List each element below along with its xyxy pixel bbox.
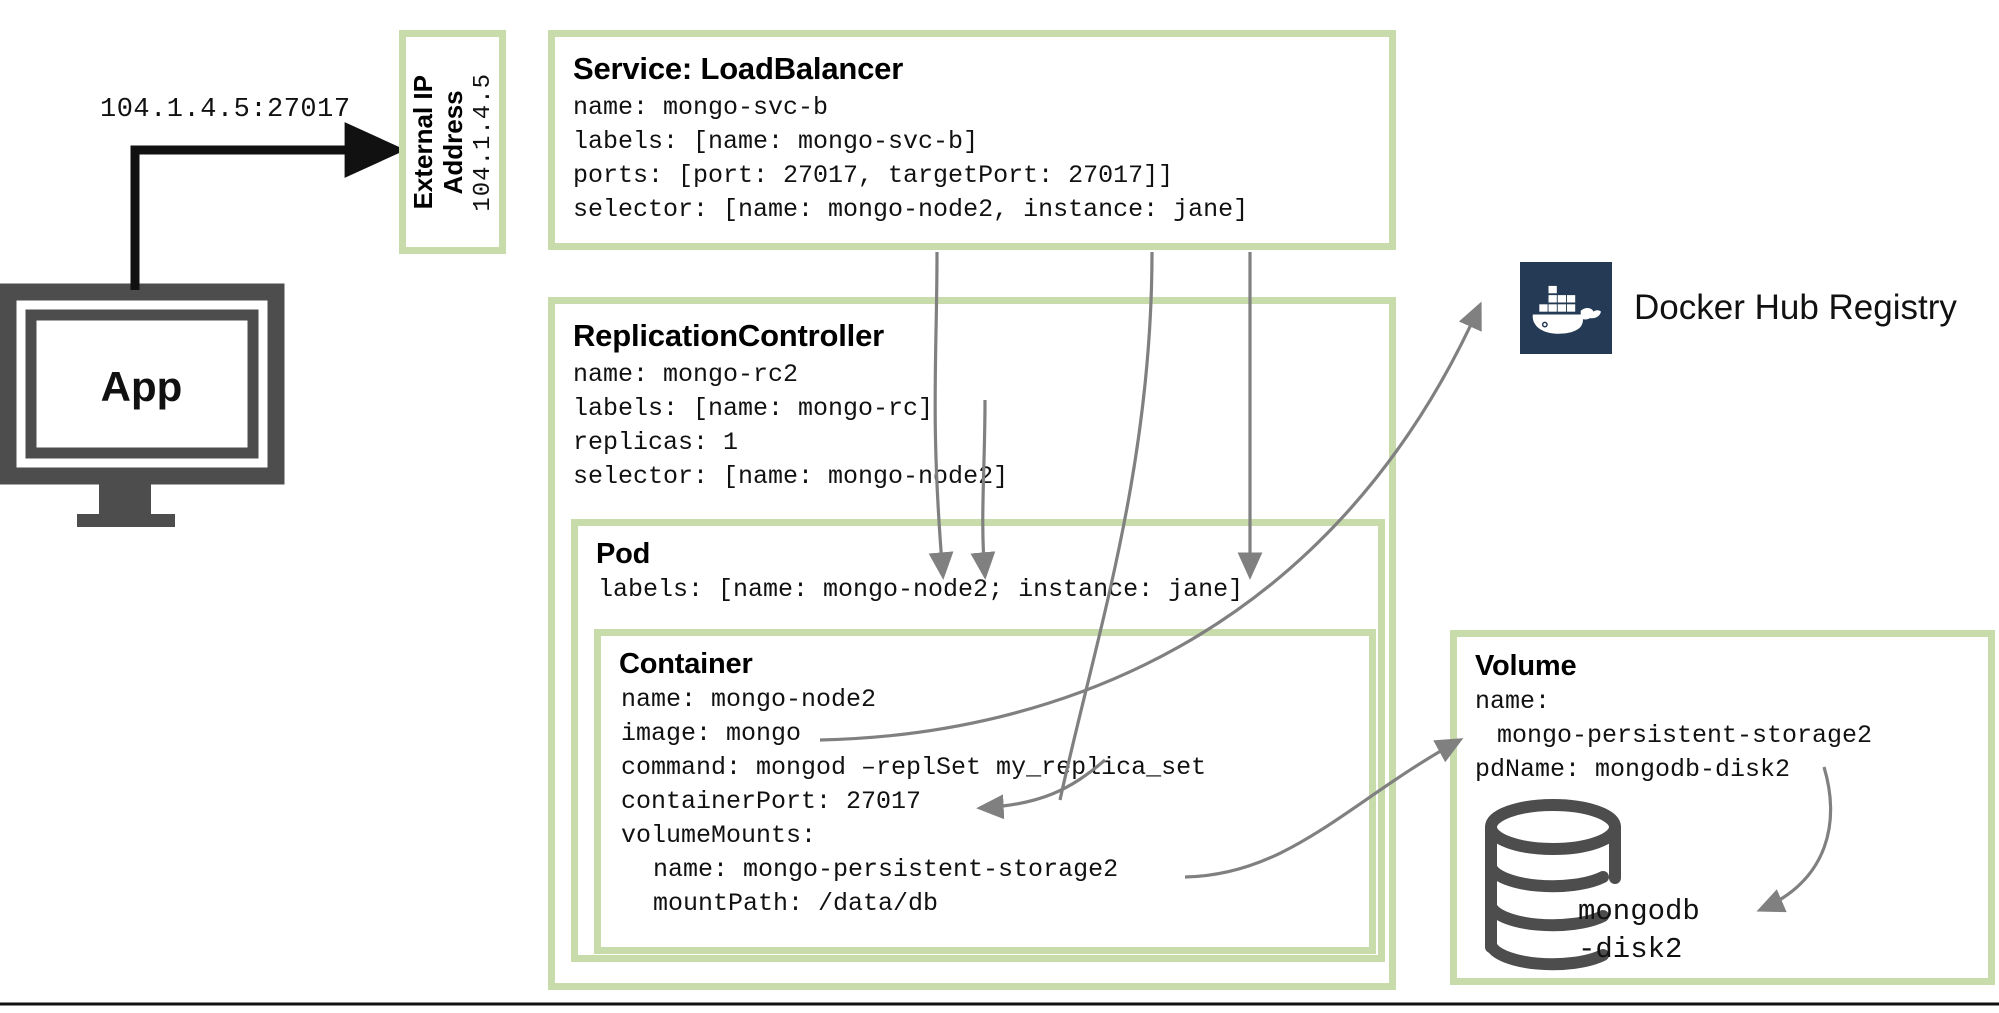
volume-line-name-value: mongo-persistent-storage2 [1497, 721, 1873, 750]
pod-box: Pod labels: [name: mongo-node2; instance… [571, 519, 1385, 962]
container-line-volume-name: name: mongo-persistent-storage2 [653, 855, 1119, 884]
container-line-containerport: containerPort: 27017 [621, 787, 922, 816]
docker-whale-icon [1520, 262, 1612, 354]
volume-line-pdname: pdName: mongodb-disk2 [1475, 755, 1791, 784]
rc-line-selector: selector: [name: mongo-node2] [573, 462, 1009, 491]
pod-title: Pod [596, 538, 651, 570]
volume-title: Volume [1475, 650, 1577, 682]
container-line-mountpath: mountPath: /data/db [653, 889, 939, 918]
service-line-labels: labels: [name: mongo-svc-b] [573, 127, 979, 156]
container-line-command: command: mongod –replSet my_replica_set [621, 753, 1207, 782]
volume-line-name-key: name: [1475, 687, 1551, 716]
container-box: Container name: mongo-node2 image: mongo… [594, 629, 1376, 954]
ip-port-callout: 104.1.4.5:27017 [100, 95, 351, 125]
container-line-name: name: mongo-node2 [621, 685, 877, 714]
rc-title: ReplicationController [573, 318, 884, 353]
container-line-volumemounts: volumeMounts: [621, 821, 817, 850]
mongodb-disk-label: mongodb -disk2 [1578, 895, 1700, 966]
docker-hub-registry: Docker Hub Registry [1520, 262, 1957, 354]
pod-line-labels: labels: [name: mongo-node2; instance: ja… [598, 575, 1244, 604]
app-monitor: App [4, 287, 279, 522]
rc-line-replicas: replicas: 1 [573, 428, 739, 457]
service-line-name: name: mongo-svc-b [573, 93, 829, 122]
rc-line-labels: labels: [name: mongo-rc] [573, 394, 934, 423]
external-ip-label: External IP Address [408, 74, 468, 210]
service-loadbalancer-box: Service: LoadBalancer name: mongo-svc-b … [548, 30, 1396, 250]
service-line-ports: ports: [port: 27017, targetPort: 27017]] [573, 161, 1174, 190]
service-line-selector: selector: [name: mongo-node2, instance: … [573, 195, 1249, 224]
external-ip-value: 104.1.4.5 [470, 72, 497, 212]
rc-line-name: name: mongo-rc2 [573, 360, 799, 389]
external-ip-box: External IP Address 104.1.4.5 [399, 30, 506, 254]
app-label: App [100, 363, 183, 410]
volume-box: Volume name: mongo-persistent-storage2 p… [1450, 630, 1995, 985]
external-ip-inner: External IP Address 104.1.4.5 [406, 37, 499, 247]
container-line-image: image: mongo [621, 719, 802, 748]
app-to-external-ip-arrow [130, 122, 406, 290]
replication-controller-box: ReplicationController name: mongo-rc2 la… [548, 297, 1396, 990]
container-title: Container [619, 648, 753, 680]
docker-hub-registry-label: Docker Hub Registry [1634, 288, 1957, 327]
service-title: Service: LoadBalancer [573, 51, 904, 86]
